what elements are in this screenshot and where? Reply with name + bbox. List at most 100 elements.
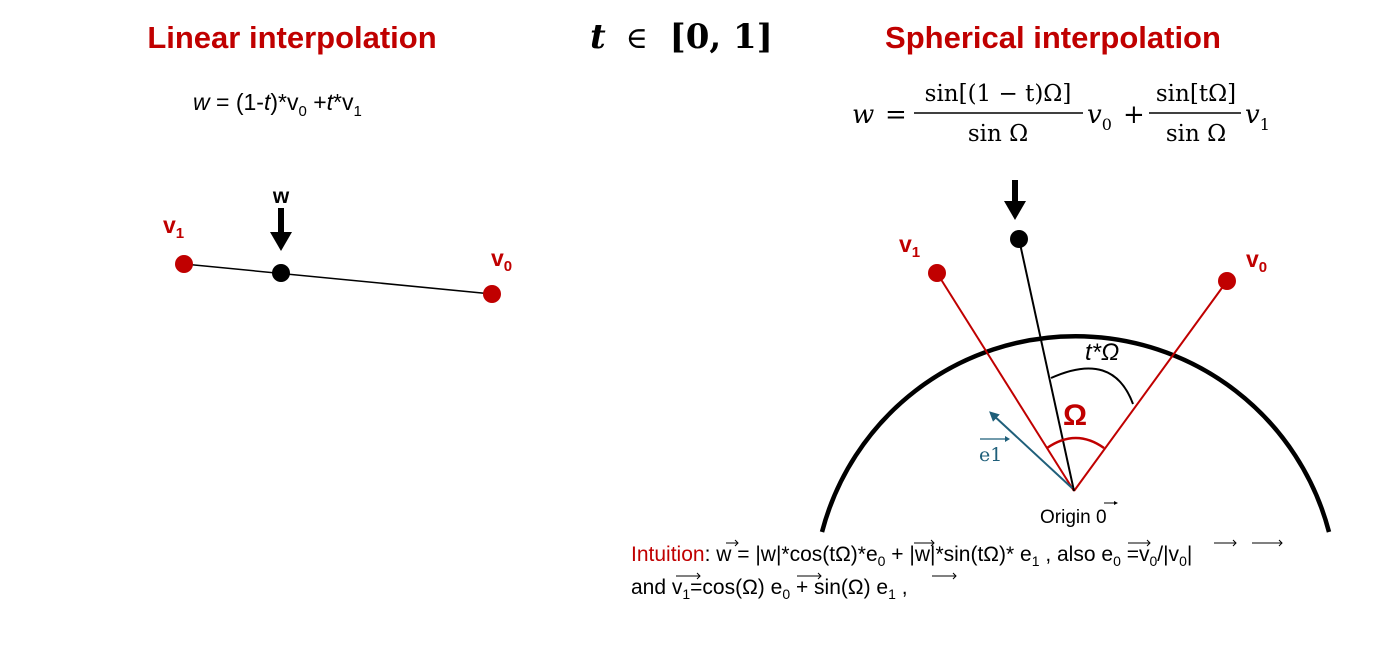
intuition-part8: + sin(Ω) xyxy=(790,576,876,599)
linear-v1-point xyxy=(175,255,193,273)
intuition-v1-sub: 1 xyxy=(682,586,690,602)
sph-w-arrow-head xyxy=(1004,201,1026,220)
e1-label-arrow-head xyxy=(1005,436,1010,442)
sph-v1-label: v1 xyxy=(899,231,920,261)
sph-v1-point xyxy=(928,264,946,282)
sph-formula-eq: = xyxy=(885,100,907,130)
origin-label: Origin 0 xyxy=(1040,507,1107,528)
linear-w-arrow-shaft xyxy=(278,208,284,234)
e1-label: e1 xyxy=(979,444,1002,466)
intuition-w: w xyxy=(715,543,732,566)
e1-vector xyxy=(989,411,1073,489)
origin-label-zero: 0 xyxy=(1096,507,1107,528)
intuition-e0c-sub: 0 xyxy=(782,586,790,602)
sph-v0-label-sub: 0 xyxy=(1259,259,1267,276)
intuition-prefix: Intuition xyxy=(631,543,705,566)
linear-v0-label-v: v xyxy=(491,245,504,271)
linear-formula: w = (1-t)*v0 +t*v1 xyxy=(193,89,362,120)
sph-formula-num2: sin[tΩ] xyxy=(1156,81,1236,107)
omega-arc xyxy=(1046,436,1105,450)
spherical-title: Spherical interpolation xyxy=(885,20,1221,55)
intuition-part7: =cos(Ω) xyxy=(690,576,770,599)
radius-v0 xyxy=(1073,280,1228,492)
intuition-e1: e xyxy=(1020,543,1032,566)
vec-arrow-e0c-icon xyxy=(797,572,822,580)
intuition-part6: | xyxy=(1187,543,1192,566)
spherical-formula: w = sin[(1 − t)Ω] sin Ω v0 + sin[tΩ] sin… xyxy=(852,81,1270,147)
intuition-part4: = xyxy=(1121,543,1139,566)
linear-w-point xyxy=(272,264,290,282)
linear-w-label: w xyxy=(272,185,290,208)
range-interval: [0, 1] xyxy=(670,17,773,57)
vec-arrow-w-icon xyxy=(726,539,739,547)
intuition-v1: v xyxy=(672,576,683,599)
intuition-e0c: e xyxy=(771,576,783,599)
sph-v0-label-v: v xyxy=(1246,246,1259,272)
sph-formula-v0: v0 xyxy=(1087,100,1112,134)
omega-label: Ω xyxy=(1063,399,1087,432)
linear-v0-label-sub: 0 xyxy=(504,258,512,275)
linear-formula-v0: )*v xyxy=(270,89,299,115)
intuition-part1: = |w|*cos(tΩ)* xyxy=(731,543,866,566)
linear-w-arrow-head xyxy=(270,232,292,251)
linear-formula-t1: t xyxy=(264,89,272,115)
origin-zero-arrow-head xyxy=(1114,501,1118,505)
sph-formula-den1: sin Ω xyxy=(968,121,1028,147)
radius-w xyxy=(1018,238,1075,492)
linear-formula-v1: *v xyxy=(333,89,354,115)
linear-formula-plus: + xyxy=(307,89,327,115)
intuition-e1-sub: 1 xyxy=(1032,553,1040,569)
range-expression: t ∈ [0, 1] xyxy=(590,17,773,57)
sph-v1-label-sub: 1 xyxy=(912,244,920,261)
t-omega-label: t*Ω xyxy=(1085,339,1119,366)
linear-title: Linear interpolation xyxy=(147,20,436,55)
sph-formula-plus: + xyxy=(1123,100,1145,130)
sph-formula-w: w xyxy=(852,100,874,130)
sph-w-arrow-shaft xyxy=(1012,180,1018,204)
linear-formula-sub0: 0 xyxy=(298,103,306,120)
intuition-e0: e xyxy=(866,543,878,566)
linear-formula-t2: t xyxy=(327,89,335,115)
linear-v1-label: v1 xyxy=(163,212,184,242)
vec-arrow-e1c-icon xyxy=(932,572,957,580)
sph-formula-num1: sin[(1 − t)Ω] xyxy=(925,81,1072,107)
intuition-line2: and v1=cos(Ω) e0 + sin(Ω) e1 , xyxy=(631,576,908,602)
intuition-line1: Intuition: w = |w|*cos(tΩ)*e0 + |w|*sin(… xyxy=(631,543,1192,569)
intuition-and: and xyxy=(631,576,672,599)
intuition-e0b-sub: 0 xyxy=(1113,553,1121,569)
linear-v1-label-v: v xyxy=(163,212,176,238)
linear-v0-point xyxy=(483,285,501,303)
intuition-e1c-sub: 1 xyxy=(888,586,896,602)
vec-arrow-v1-icon xyxy=(676,572,701,580)
intuition-vector-arrows xyxy=(676,539,1283,580)
linear-segment xyxy=(183,263,493,295)
intuition-part5-sub: 0 xyxy=(1179,553,1187,569)
intuition-e0b: e xyxy=(1101,543,1113,566)
linear-v1-label-sub: 1 xyxy=(176,225,184,242)
sph-formula-v1: v1 xyxy=(1245,100,1270,134)
vec-arrow-e0b-icon xyxy=(1214,539,1237,547)
intuition-part2: + |w|*sin(tΩ)* xyxy=(885,543,1020,566)
sph-formula-v1-v: v xyxy=(1245,100,1260,130)
intuition-e1c: e xyxy=(876,576,888,599)
origin-label-text: Origin xyxy=(1040,507,1096,528)
intuition-e0-sub: 0 xyxy=(878,553,886,569)
range-t: t xyxy=(590,17,606,57)
sph-v1-label-v: v xyxy=(899,231,912,257)
sph-v0-label: v0 xyxy=(1246,246,1267,276)
sph-formula-den2: sin Ω xyxy=(1166,121,1226,147)
vec-arrow-v0-icon xyxy=(1252,539,1283,547)
radius-v1 xyxy=(936,272,1075,492)
intuition-text: Intuition: w = |w|*cos(tΩ)*e0 + |w|*sin(… xyxy=(631,543,1192,602)
t-omega-arc xyxy=(1050,367,1134,405)
sph-formula-v0-sub: 0 xyxy=(1102,115,1112,134)
intuition-v0-sub: 0 xyxy=(1149,553,1157,569)
linear-formula-eq: = (1- xyxy=(210,89,264,115)
intuition-colon: : xyxy=(705,543,717,566)
range-in: ∈ xyxy=(626,21,648,56)
intuition-part3: , also xyxy=(1040,543,1102,566)
sph-formula-v1-sub: 1 xyxy=(1260,115,1270,134)
intuition-part5: /|v xyxy=(1157,543,1179,566)
